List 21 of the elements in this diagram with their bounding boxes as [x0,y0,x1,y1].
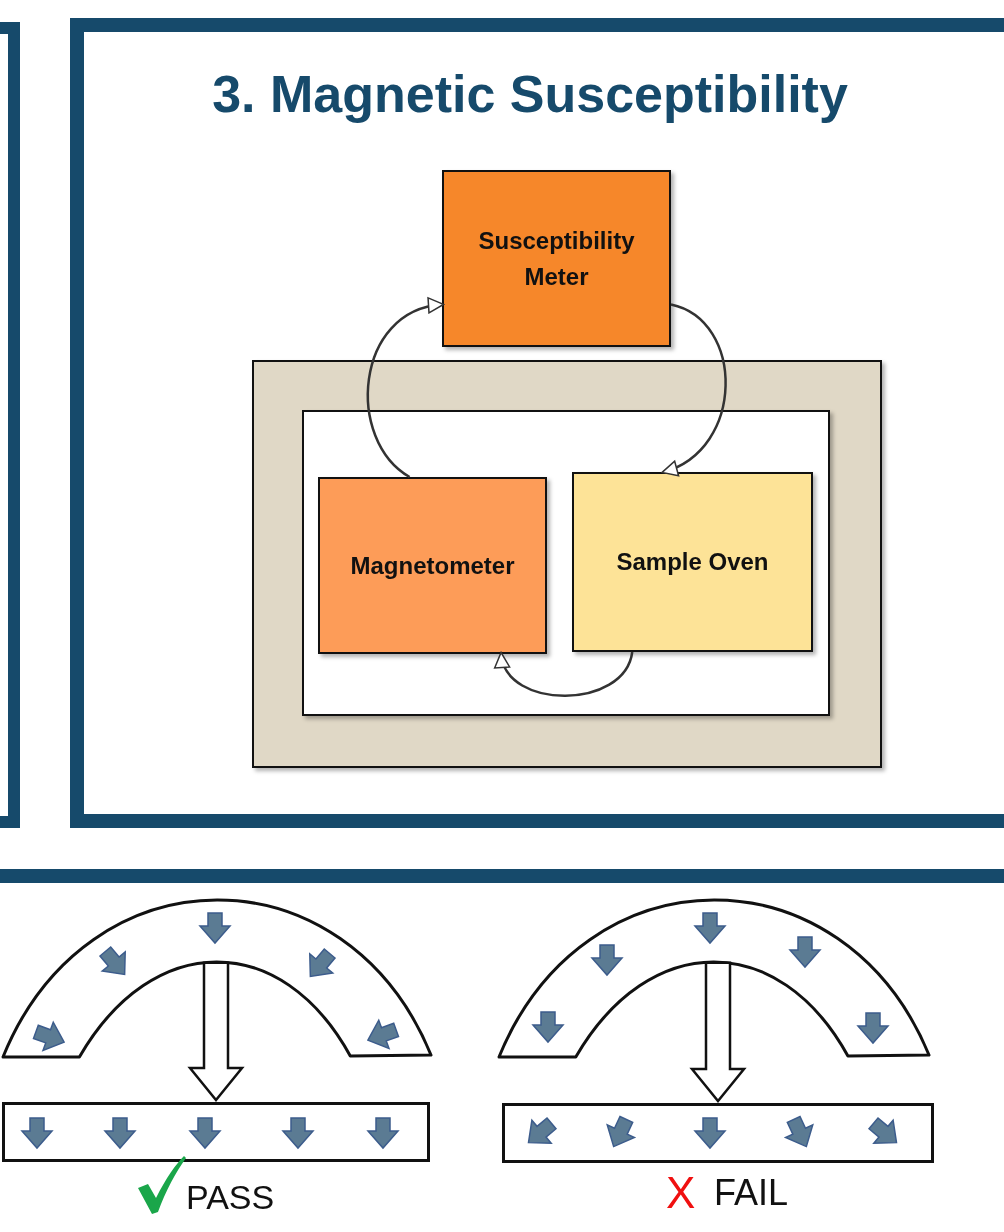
process-box [318,477,547,654]
block-arrow [689,961,747,1103]
magnet-arch [498,898,930,1060]
node-label: Susceptibility Meter [477,225,636,292]
sample-bar [502,1103,934,1163]
result-label: FAIL [714,1172,789,1214]
sample-bar [2,1102,430,1162]
magnet-arch [2,898,432,1060]
curved-arrow [496,651,634,697]
result-label: PASS [186,1178,275,1218]
chamber-box [302,410,830,716]
node-label: Sample Oven [615,547,770,577]
block-arrow [187,961,245,1102]
curved-arrow [661,303,727,475]
curved-arrow [366,298,445,478]
node-label: Magnetometer [349,550,516,581]
process-box [572,472,813,652]
enclosure-frame [252,360,882,768]
process-box [442,170,671,347]
title: 3. Magnetic Susceptibility [211,64,849,125]
fail-mark: X [666,1168,696,1219]
